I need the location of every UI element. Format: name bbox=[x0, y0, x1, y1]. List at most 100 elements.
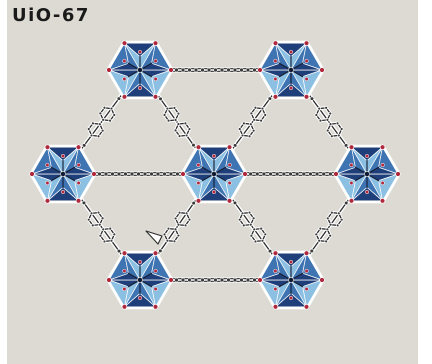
atom-dot bbox=[166, 226, 171, 231]
linker-diagonal bbox=[230, 197, 275, 257]
oxygen-atom bbox=[349, 162, 354, 168]
atom-dot bbox=[237, 217, 242, 222]
atom-dot bbox=[177, 211, 182, 215]
atom-dot bbox=[180, 277, 186, 283]
atom-dot bbox=[335, 223, 340, 228]
atom-dot bbox=[240, 211, 245, 215]
zr-cluster bbox=[180, 144, 248, 204]
atom-dot bbox=[109, 106, 114, 111]
atom-dot bbox=[162, 232, 167, 237]
atom-dot bbox=[267, 96, 272, 101]
atom-dot bbox=[335, 121, 340, 126]
atom-dot bbox=[245, 277, 251, 283]
oxygen-atom bbox=[137, 85, 143, 91]
oxygen-atom bbox=[122, 268, 127, 274]
atom-dot bbox=[330, 134, 334, 138]
oxygen-atom bbox=[242, 171, 248, 177]
atom-dot bbox=[180, 67, 186, 73]
oxygen-atom bbox=[106, 67, 112, 73]
atom-dot bbox=[263, 113, 267, 117]
linker-diagonal bbox=[307, 93, 351, 151]
atom-dot bbox=[97, 171, 102, 177]
atom-dot bbox=[193, 277, 199, 283]
atom-dot bbox=[325, 227, 330, 232]
oxygen-atom bbox=[168, 277, 174, 283]
atom-dot bbox=[213, 277, 218, 283]
atom-dot bbox=[102, 106, 107, 110]
oxygen-atom bbox=[152, 304, 159, 310]
oxygen-atom bbox=[273, 268, 278, 274]
atom-dot bbox=[184, 133, 189, 138]
atom-dot bbox=[309, 96, 315, 101]
atom-dot bbox=[233, 143, 238, 148]
atom-dot bbox=[226, 277, 231, 283]
atom-dot bbox=[321, 171, 326, 177]
oxygen-atom bbox=[319, 67, 325, 73]
atom-dot bbox=[116, 171, 122, 177]
atom-dot bbox=[259, 118, 263, 123]
atom-dot bbox=[206, 277, 212, 283]
disordered-fragment bbox=[145, 230, 163, 245]
oxygen-atom bbox=[364, 153, 370, 159]
atom-dot bbox=[109, 239, 114, 243]
zr-cluster bbox=[257, 40, 325, 100]
atom-dot bbox=[173, 227, 178, 231]
oxygen-atom bbox=[303, 94, 310, 100]
zr-atom bbox=[288, 277, 294, 283]
atom-dot bbox=[206, 67, 212, 73]
linker-diagonal bbox=[79, 197, 124, 257]
atom-dot bbox=[275, 171, 280, 177]
oxygen-atom bbox=[379, 144, 386, 150]
oxygen-atom bbox=[272, 94, 279, 100]
cluster-layer bbox=[29, 40, 401, 310]
atom-dot bbox=[176, 223, 181, 227]
oxygen-atom bbox=[75, 198, 82, 204]
atom-dot bbox=[176, 122, 181, 126]
atom-dot bbox=[247, 134, 252, 138]
oxygen-atom bbox=[180, 171, 186, 177]
zr-cluster bbox=[333, 144, 401, 204]
oxygen-atom bbox=[195, 144, 202, 150]
atom-dot bbox=[112, 113, 116, 117]
oxygen-atom bbox=[273, 76, 278, 82]
oxygen-atom bbox=[257, 277, 263, 283]
oxygen-atom bbox=[76, 162, 81, 168]
oxygen-atom bbox=[380, 162, 385, 168]
atom-dot bbox=[326, 216, 330, 220]
atom-dot bbox=[249, 111, 254, 116]
atom-dot bbox=[149, 171, 154, 177]
atom-dot bbox=[136, 171, 141, 177]
zr-atom bbox=[288, 67, 294, 73]
linker-horizontal bbox=[167, 277, 264, 283]
oxygen-atom bbox=[319, 277, 325, 283]
atom-dot bbox=[253, 106, 258, 110]
oxygen-atom bbox=[60, 153, 66, 159]
atom-dot bbox=[324, 239, 328, 244]
atom-dot bbox=[328, 234, 332, 238]
oxygen-atom bbox=[272, 40, 279, 46]
atom-dot bbox=[245, 67, 251, 73]
atom-dot bbox=[184, 211, 189, 216]
linker-bond bbox=[156, 94, 198, 150]
atom-dot bbox=[339, 127, 344, 131]
oxygen-atom bbox=[380, 180, 385, 186]
atom-dot bbox=[308, 171, 313, 177]
atom-dot bbox=[103, 171, 109, 177]
oxygen-atom bbox=[196, 162, 201, 168]
atom-dot bbox=[263, 232, 268, 237]
atom-dot bbox=[87, 127, 91, 131]
atom-dot bbox=[247, 210, 252, 215]
atom-dot bbox=[301, 171, 306, 177]
oxygen-atom bbox=[304, 286, 309, 292]
atom-dot bbox=[116, 249, 122, 254]
atom-dot bbox=[91, 223, 95, 228]
zr-cluster bbox=[29, 144, 97, 204]
zr-cluster bbox=[106, 250, 174, 310]
zr-cluster bbox=[257, 250, 325, 310]
oxygen-atom bbox=[288, 49, 294, 55]
atom-dot bbox=[328, 111, 332, 116]
atom-dot bbox=[187, 127, 192, 131]
atom-dot bbox=[176, 111, 181, 116]
oxygen-atom bbox=[137, 295, 143, 301]
